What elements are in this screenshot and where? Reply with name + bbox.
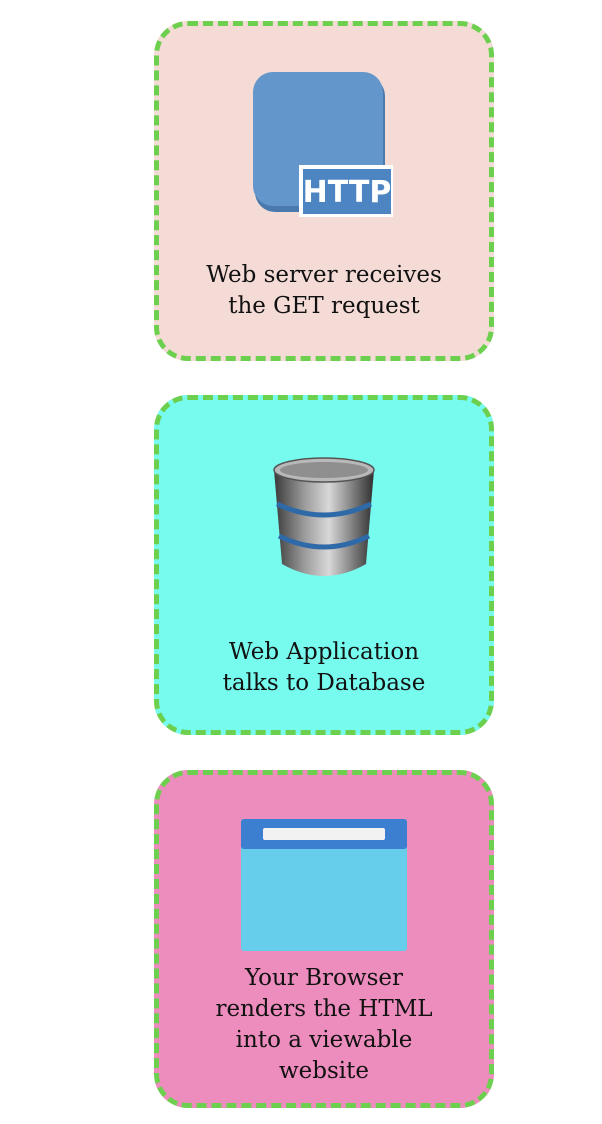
http-badge-text: HTTP <box>303 175 392 210</box>
step-label-browser: Your Browser renders the HTML into a vie… <box>215 965 433 1085</box>
step-card-database: Web Application talks to Database <box>154 395 494 735</box>
step-card-web-server: HTTP Web server receives the GET request <box>154 21 494 361</box>
step-label-web-server: Web server receives the GET request <box>206 262 442 320</box>
step-card-browser: Your Browser renders the HTML into a vie… <box>154 770 494 1108</box>
browser-window-icon <box>241 819 407 951</box>
step-label-database: Web Application talks to Database <box>222 639 426 697</box>
database-icon <box>273 457 375 576</box>
http-server-icon: HTTP <box>253 72 393 217</box>
